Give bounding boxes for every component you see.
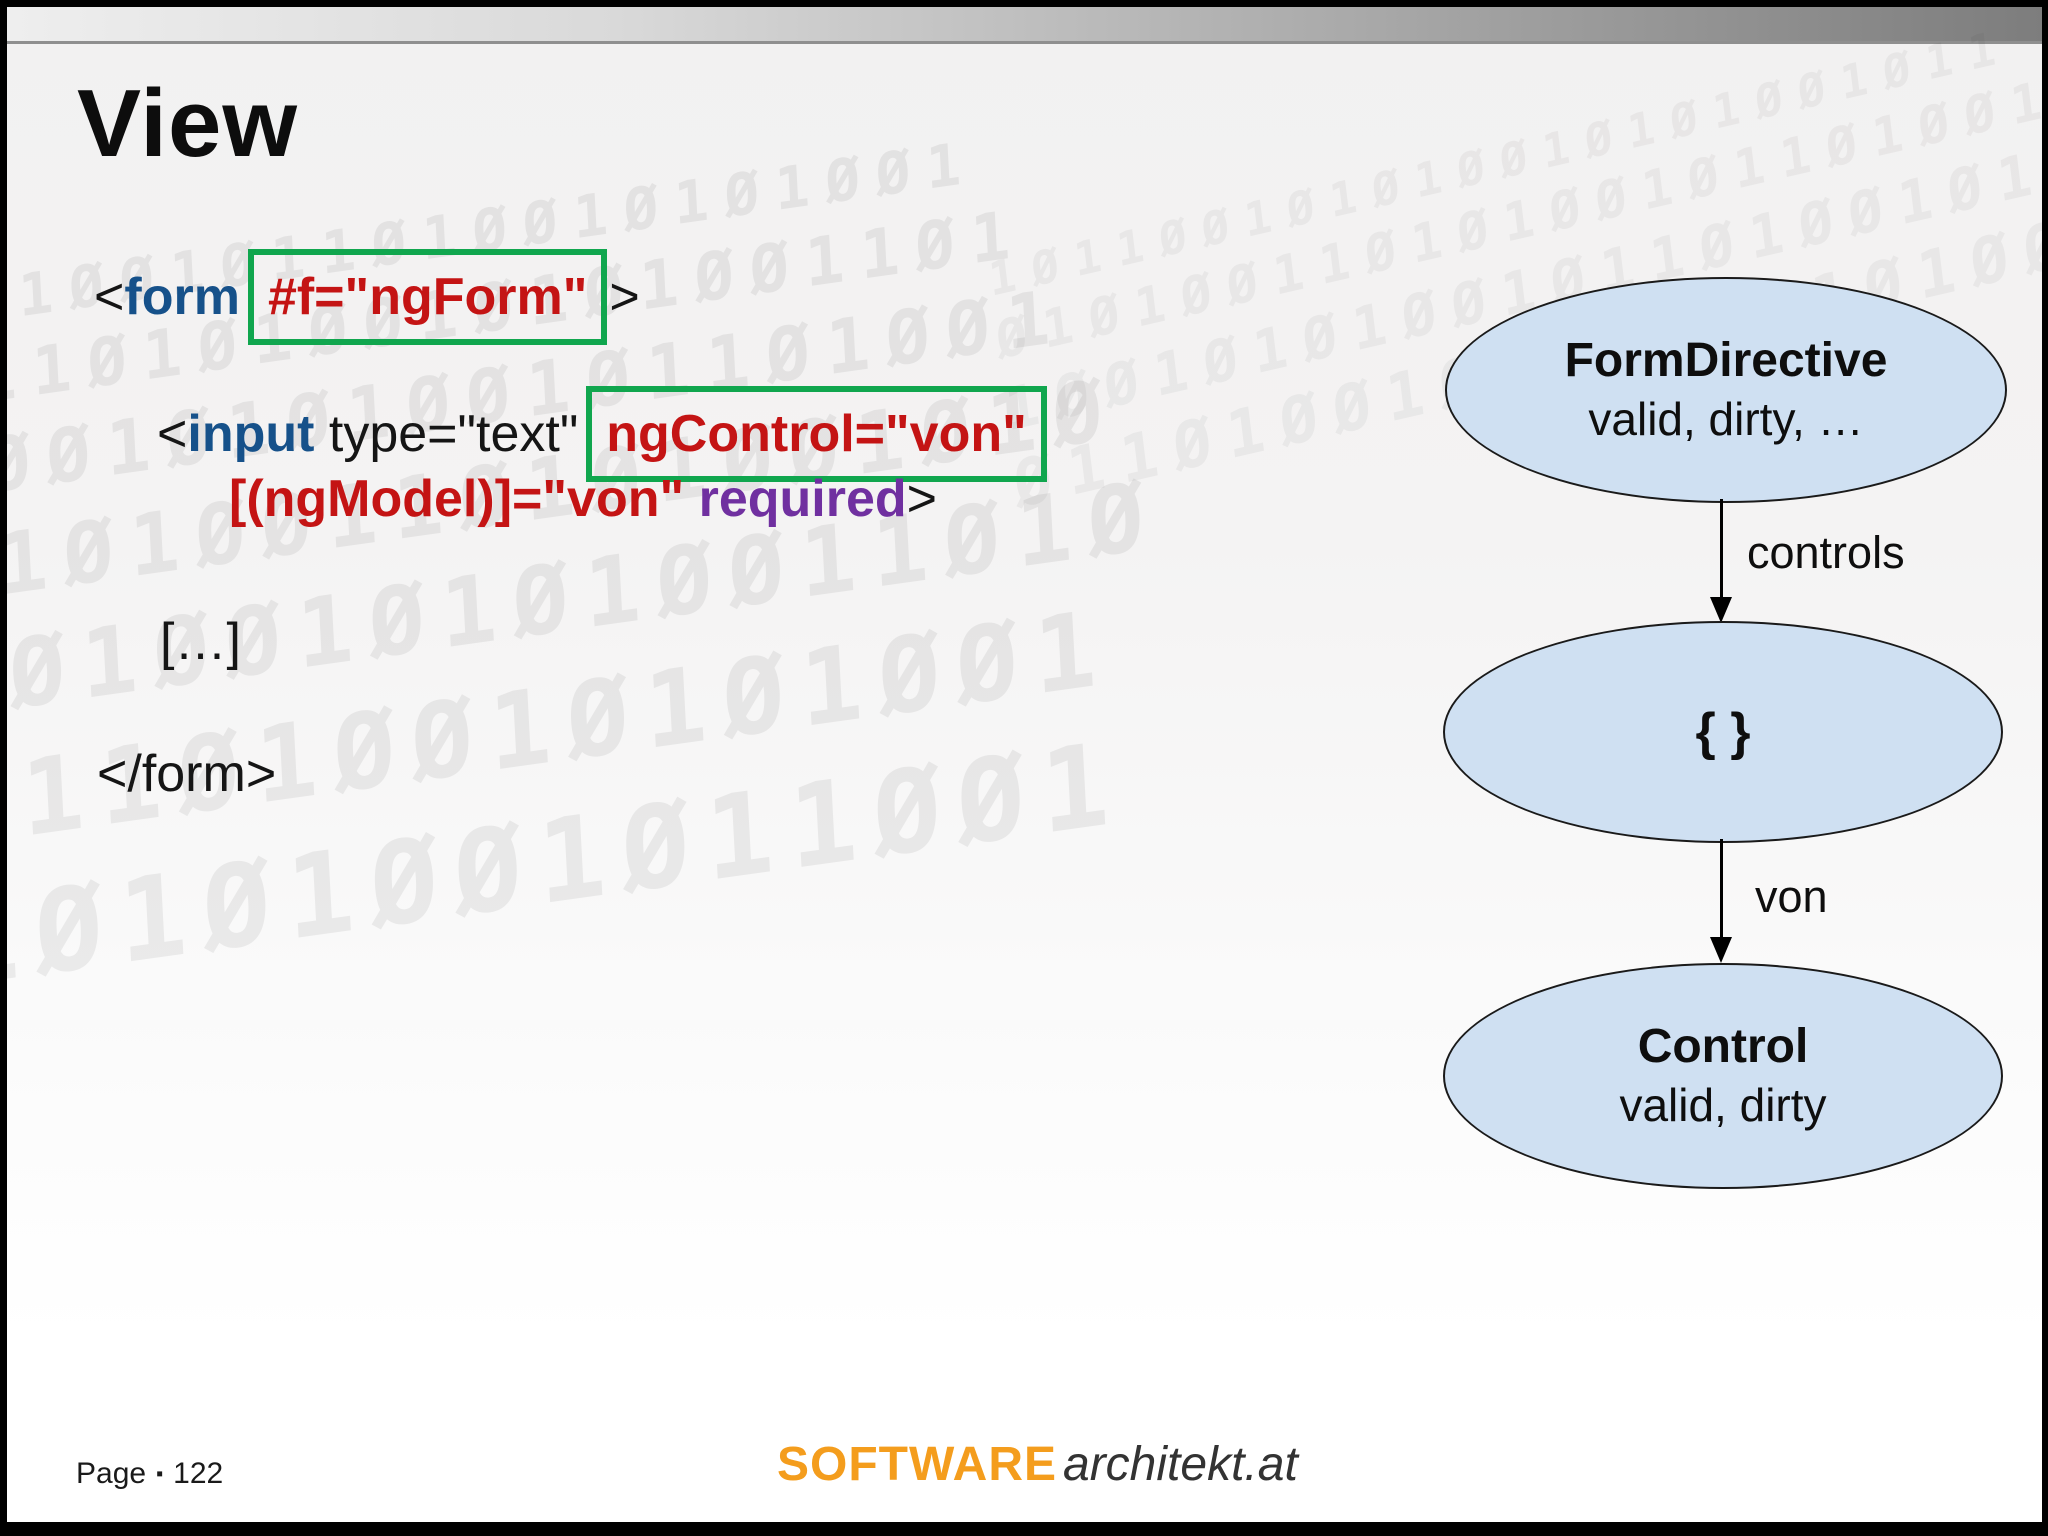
code-token-type-attr: type="text" (314, 405, 579, 463)
code-token-ngform-ref: #f="ngForm" (267, 268, 588, 326)
code-token-input-tag: input (187, 405, 315, 463)
code-token: > (906, 470, 938, 528)
code-token-form-close: </form> (97, 745, 277, 803)
highlight-box-ngcontrol: ngControl="von" (586, 386, 1047, 483)
code-token-ngcontrol: ngControl="von" (606, 405, 1027, 463)
arrow-controls-head (1710, 597, 1732, 623)
page-title: View (77, 70, 299, 177)
page-number: 122 (173, 1457, 224, 1490)
edge-label-von: von (1755, 871, 1828, 922)
binary-watermark-row: 1Ø11ØØ1Ø1Ø1ØØ1Ø1Ø1ØØ1Ø11 (985, 17, 2015, 308)
arrow-controls-line (1720, 499, 1723, 599)
code-line-ngmodel: [(ngModel)]="von" required> (229, 468, 937, 530)
node-subtitle: valid, dirty (1619, 1079, 1827, 1132)
arrow-von-line (1720, 839, 1723, 939)
node-subtitle: valid, dirty, … (1588, 393, 1864, 446)
code-token-ngmodel: [(ngModel)]="von" (229, 470, 699, 528)
slide: 1Ø1ØØ1Ø11Ø1ØØ1Ø1Ø1ØØ1 Ø11Ø1Ø1ØØ1Ø1Ø1ØØ11… (7, 7, 2042, 1522)
code-token: > (609, 268, 640, 326)
code-token-form-tag: form (124, 268, 240, 326)
binary-watermark-row: Ø11Ø1ØØ1Ø1Ø1ØØ1 (7, 585, 1115, 872)
binary-watermark-row: 1Ø1Ø1ØØ1Ø11ØØ1 (7, 714, 1128, 1014)
highlight-box-ngform: #f="ngForm" (247, 249, 608, 346)
code-line-form-close: </form> (97, 743, 276, 805)
code-token-ellipsis: […] (160, 613, 241, 671)
logo-domain-text: architekt.at (1063, 1438, 1298, 1491)
diagram-node-formdirective: FormDirective valid, dirty, … (1445, 277, 2007, 503)
code-token: < (94, 268, 125, 326)
diagram-node-control: Control valid, dirty (1443, 963, 2003, 1189)
code-token-required: required (698, 470, 907, 528)
square-bullet-icon: ▪ (156, 1463, 164, 1485)
arrow-von-head (1710, 937, 1732, 963)
code-line-input: <input type="text" ngControl="von" (157, 386, 1049, 483)
node-title: FormDirective (1564, 334, 1888, 388)
diagram-node-object: { } (1443, 621, 2003, 843)
page-number-footer: Page ▪ 122 (76, 1457, 223, 1491)
logo-brand-text: SOFTWARE (777, 1438, 1057, 1491)
code-line-form-open: <form #f="ngForm" > (94, 249, 640, 346)
edge-label-controls: controls (1747, 527, 1905, 578)
top-gradient-bar (7, 7, 2042, 44)
node-title: Control (1637, 1020, 1809, 1074)
code-token: < (157, 405, 188, 463)
node-title: { } (1695, 702, 1751, 761)
page-label: Page (76, 1457, 147, 1490)
code-line-ellipsis: […] (160, 611, 241, 673)
